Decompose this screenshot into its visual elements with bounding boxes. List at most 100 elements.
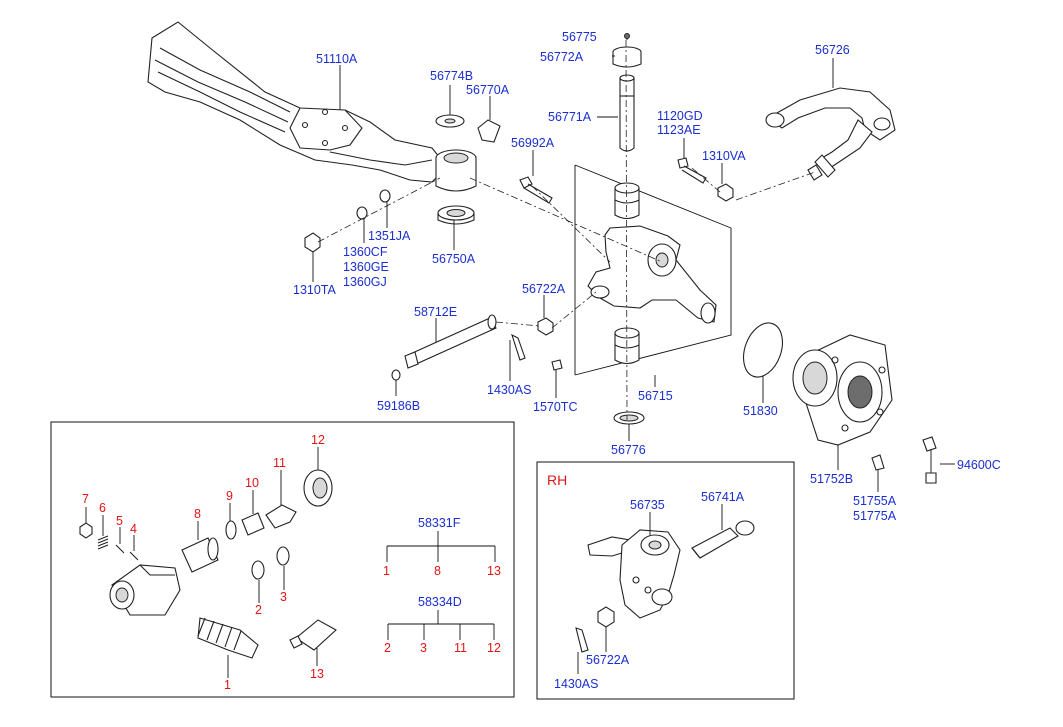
rh-labels: 56735 56741A 56722A 1430AS xyxy=(554,490,745,691)
nut-icon xyxy=(717,183,734,202)
tree2-child-2: 2 xyxy=(384,641,391,655)
pin-icon xyxy=(129,551,139,561)
kit-parts xyxy=(79,469,337,659)
brake-backing-plate-icon xyxy=(792,334,893,446)
kit-leader-lines xyxy=(85,447,319,678)
label-1570TC: 1570TC xyxy=(533,400,577,414)
label-1120GD: 1120GD xyxy=(657,109,703,123)
kit-tree-58331F: 58331F 1 8 13 xyxy=(383,516,501,578)
tree-code-58334D: 58334D xyxy=(418,595,462,609)
label-1351JA: 1351JA xyxy=(368,229,411,243)
label-56715: 56715 xyxy=(638,389,673,403)
label-56772A: 56772A xyxy=(540,50,584,64)
grease-nipple-icon xyxy=(551,359,563,371)
grease-tube-icon xyxy=(295,619,337,651)
label-1310TA: 1310TA xyxy=(293,283,337,297)
seat-icon xyxy=(241,512,265,536)
kit-tree-58334D: 58334D 2 3 11 12 xyxy=(384,595,501,655)
label-51830: 51830 xyxy=(743,404,778,418)
steering-arm-icon xyxy=(765,87,896,181)
label-56992A: 56992A xyxy=(511,136,555,150)
rh-label-56741A: 56741A xyxy=(701,490,745,504)
tie-rod-pin-icon xyxy=(391,314,526,381)
rh-tie-rod-arm-icon xyxy=(691,520,755,559)
label-56774B: 56774B xyxy=(430,69,473,83)
label-51755A: 51755A xyxy=(853,494,897,508)
label-56776: 56776 xyxy=(611,443,646,457)
label-56770A: 56770A xyxy=(466,83,510,97)
rh-label-56735: 56735 xyxy=(630,498,665,512)
nut-icon xyxy=(537,317,554,336)
king-pin-icon xyxy=(619,77,635,152)
rh-knuckle-icon xyxy=(587,529,681,619)
label-51775A: 51775A xyxy=(853,509,897,523)
label-1310VA: 1310VA xyxy=(702,149,746,163)
label-56750A: 56750A xyxy=(432,252,476,266)
tree2-child-3: 3 xyxy=(420,641,427,655)
kit-label-5: 5 xyxy=(116,514,123,528)
hose-connector-icon xyxy=(922,436,937,484)
rh-label-56722A: 56722A xyxy=(586,653,630,667)
label-1360GE: 1360GE xyxy=(343,260,389,274)
axle-beam-icon xyxy=(147,21,477,192)
tree2-child-11: 11 xyxy=(454,641,467,655)
label-1360CF: 1360CF xyxy=(343,245,388,259)
rh-leader-lines xyxy=(577,504,723,674)
bolt-icon xyxy=(871,454,885,471)
spring-icon xyxy=(97,535,109,550)
kit-label-1: 1 xyxy=(224,678,231,692)
kit-number-labels: 7 6 5 4 8 9 10 11 12 2 3 1 13 xyxy=(82,433,325,692)
nut-icon xyxy=(304,232,321,253)
label-56722A: 56722A xyxy=(522,282,566,296)
kit-label-7: 7 xyxy=(82,492,89,506)
bushing-icon xyxy=(477,119,501,143)
cotter-pin-icon xyxy=(575,627,589,653)
ball-stud-icon xyxy=(265,504,297,529)
ring-icon xyxy=(225,520,237,540)
o-ring-icon xyxy=(743,322,783,378)
tree2-child-12: 12 xyxy=(487,641,501,655)
o-ring-icon xyxy=(251,560,265,580)
tree-code-58331F: 58331F xyxy=(418,516,461,530)
king-pin-assembly xyxy=(435,33,642,225)
tree1-child-8: 8 xyxy=(434,564,441,578)
label-51752B: 51752B xyxy=(810,472,853,486)
label-59186B: 59186B xyxy=(377,399,420,413)
kit-label-3: 3 xyxy=(280,590,287,604)
main-labels: 56775 56772A 56726 51110A 56774B 56770A … xyxy=(293,30,1001,523)
label-56771A: 56771A xyxy=(548,110,592,124)
kit-label-11: 11 xyxy=(273,456,286,470)
grease-nipple-icon xyxy=(79,522,93,539)
label-1360GJ: 1360GJ xyxy=(343,275,387,289)
label-94600C: 94600C xyxy=(957,458,1001,472)
label-56775: 56775 xyxy=(562,30,597,44)
rh-box-frame xyxy=(536,461,795,700)
grease-nipple-icon xyxy=(624,33,630,39)
label-1123AE: 1123AE xyxy=(657,123,701,137)
kit-box-frame xyxy=(50,421,515,698)
label-1430AS: 1430AS xyxy=(487,383,531,397)
kit-label-2: 2 xyxy=(255,603,262,617)
knuckle-icon xyxy=(587,225,717,323)
fasteners-left xyxy=(304,189,391,253)
kit-label-12: 12 xyxy=(311,433,325,447)
kit-label-9: 9 xyxy=(226,489,233,503)
leader-lines xyxy=(312,38,955,492)
kit-label-6: 6 xyxy=(99,501,106,515)
label-58712E: 58712E xyxy=(414,305,457,319)
washer-icon xyxy=(356,206,368,220)
kit-label-8: 8 xyxy=(194,507,201,521)
rh-title: RH xyxy=(547,472,567,488)
knuckle-group xyxy=(574,164,732,425)
label-56726: 56726 xyxy=(815,43,850,57)
washer-icon xyxy=(391,369,401,381)
bolt-icon xyxy=(677,157,707,184)
kit-label-13: 13 xyxy=(310,667,324,681)
o-ring-icon xyxy=(276,546,290,566)
label-51110A: 51110A xyxy=(316,52,358,66)
nut-icon xyxy=(597,606,615,628)
tree1-child-1: 1 xyxy=(383,564,390,578)
center-lines xyxy=(317,39,816,421)
kit-label-10: 10 xyxy=(245,476,259,490)
